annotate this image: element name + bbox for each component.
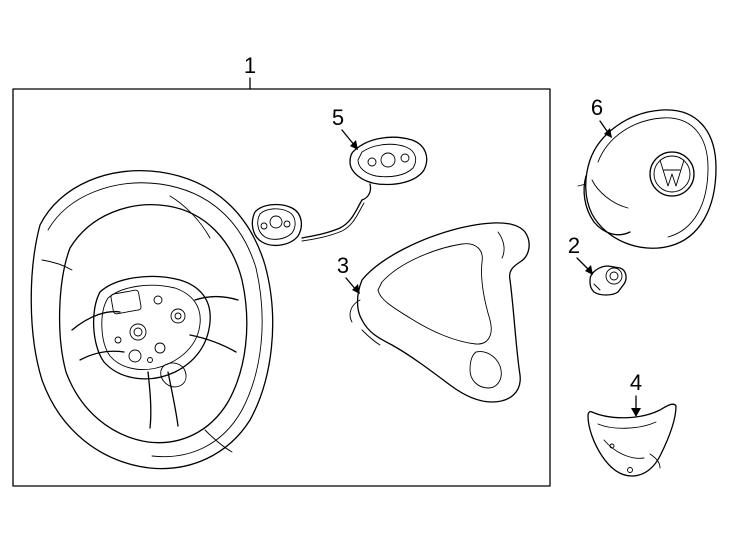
callout-5-label: 5 bbox=[332, 105, 344, 130]
switch-assembly: 5 bbox=[251, 105, 428, 247]
steering-wheel-assembly-group: 1 bbox=[12, 53, 551, 487]
callout-1-label: 1 bbox=[244, 53, 256, 78]
emblem-screw: 2 bbox=[568, 233, 627, 296]
callout-4-label: 4 bbox=[630, 370, 642, 395]
lower-trim: 4 bbox=[587, 370, 677, 477]
air-bag: 6 bbox=[577, 95, 717, 249]
callout-2-label: 2 bbox=[568, 233, 580, 258]
callout-2-arrowhead bbox=[585, 265, 593, 275]
callout-4-arrowhead bbox=[631, 408, 641, 417]
callout-5-arrowhead bbox=[350, 140, 358, 150]
callout-6-label: 6 bbox=[591, 95, 603, 120]
steering-wheel bbox=[30, 170, 274, 470]
callout-3-label: 3 bbox=[337, 253, 349, 278]
trim-cover: 3 bbox=[337, 222, 530, 403]
assembly-frame bbox=[12, 88, 551, 487]
